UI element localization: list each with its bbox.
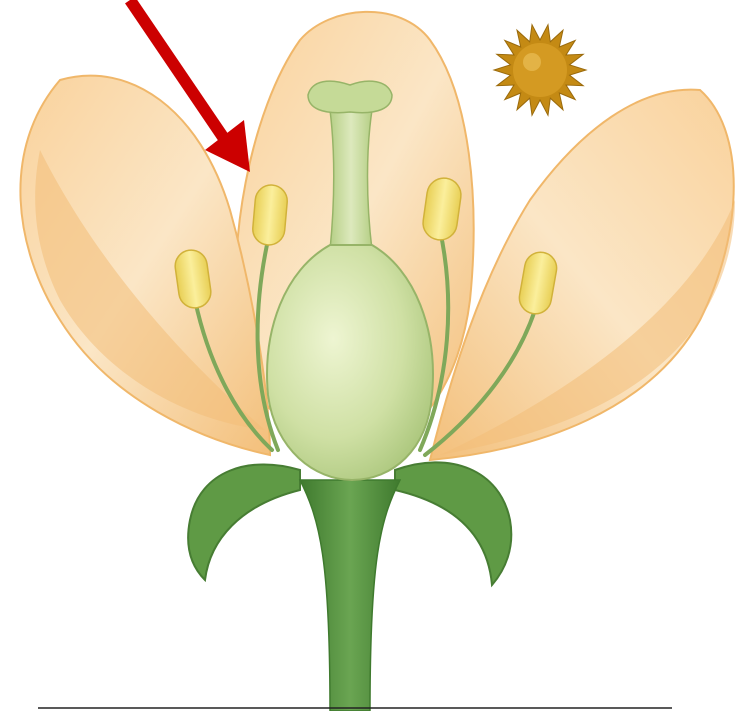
style — [330, 110, 372, 250]
sepal-left — [188, 464, 300, 580]
pollen-grain — [494, 25, 586, 116]
anther-left-inner — [251, 184, 288, 247]
pollen-highlight — [523, 53, 541, 71]
stigma — [308, 81, 392, 113]
sepal-right — [395, 462, 511, 585]
pollen-core — [513, 43, 567, 97]
stem — [300, 480, 400, 711]
ovary — [267, 245, 433, 480]
